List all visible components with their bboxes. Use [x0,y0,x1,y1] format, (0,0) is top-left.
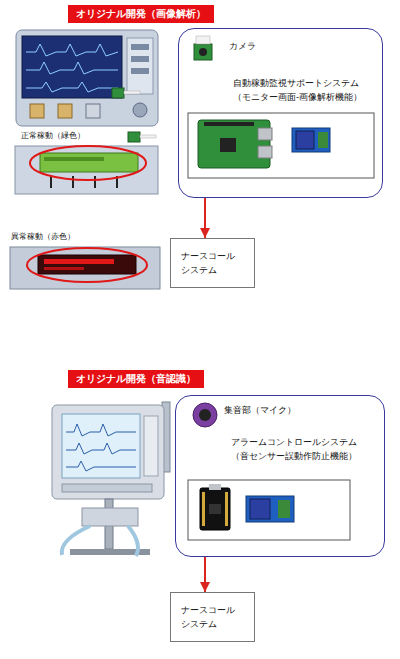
camera-lens [199,48,207,56]
system-text: 集音部（マイク） [224,405,296,415]
knob [133,103,147,117]
monitor-body [52,405,164,499]
status-label: 正常稼動（緑色） [20,131,86,141]
hardware-frame [188,113,374,178]
hose [128,526,138,556]
pin-row [202,492,205,526]
chip [220,138,236,152]
waveform [26,44,118,56]
relay-cube [296,131,314,149]
relay-board [292,128,330,152]
camera-module [128,132,140,142]
status-label: 異常稼動（赤色） [10,232,76,242]
camera-icon [194,36,212,60]
key-row [62,484,152,492]
alarm-display-illustration [10,247,160,289]
system-frame: 集音部（マイク） アラームコントロールシステム （音センサー誤動作防止機能） [175,395,385,557]
banner-text: オリジナル開発（音認識） [76,373,196,385]
highlight-ellipse [30,146,146,180]
waveform [66,461,136,471]
pcb [198,120,270,168]
hose [62,526,90,555]
divider [94,176,96,188]
system-text: カメラ [229,41,256,51]
pcb [200,488,230,530]
system-text: （音センサー誤動作防止機能） [231,451,357,461]
flow-arrow [204,198,206,238]
waveform [66,424,136,436]
mic-board [193,403,217,427]
section-banner: オリジナル開発（音認識） [68,370,204,388]
waveform [26,82,118,92]
green-lcd [40,153,138,172]
nurse-call-box: ナースコール システム [170,592,255,642]
terminal [278,500,290,518]
terminal [318,132,328,148]
button [131,44,149,50]
unit-body [82,508,138,526]
monitor-screen [62,414,140,478]
ribbon-cable [140,135,156,138]
connector [58,104,72,118]
ventilator-body [16,30,158,126]
ventilator-illustration [16,30,158,126]
mic-capsule [199,409,211,421]
waveform [26,62,118,74]
system-frame: カメラ自動稼動監視サポートシステム （モニター画面-画像解析機能） [178,28,383,198]
camera-board [194,44,212,60]
divider [50,176,52,188]
nurse-call-box: ナースコール システム [170,238,255,288]
nurse-call-text: ナースコール システム [181,250,244,277]
ventilator-screen [22,36,122,98]
nurse-call-text: ナースコール システム [181,604,244,631]
divider [72,176,74,188]
banner-text: オリジナル開発（画像解析） [76,8,206,20]
red-lcd [38,255,136,274]
control-panel [127,38,153,94]
camera-module [112,88,124,98]
ribbon-cable [124,91,140,94]
usb-port [258,128,272,140]
button [131,56,149,62]
ribbon-cable [196,36,210,44]
usb-port [258,146,272,158]
pin-row [225,492,228,526]
system-text: （モニター画面-画像解析機能） [233,92,362,102]
normal-display-illustration [15,132,158,194]
hardware-frame [188,480,350,540]
raspberry-pi [198,120,272,168]
microphone-module [193,403,217,427]
lcd-segment [44,259,114,264]
arduino-board [200,484,230,530]
relay-board [246,496,294,522]
usb-port [209,484,221,490]
relay-module [292,128,330,152]
system-text: アラームコントロールシステム [231,437,357,447]
button [131,68,149,74]
display-frame [10,247,160,289]
system-text: 自動稼動監視サポートシステム [233,78,359,88]
flow-arrow [204,557,206,592]
lcd-segment [44,157,104,161]
chip [209,504,221,514]
highlight-ellipse [27,248,147,282]
lcd-segment [44,267,84,270]
connector [86,104,100,118]
connector [30,104,44,118]
relay-cube [250,499,270,519]
side-keys [144,416,158,476]
waveform [66,443,136,454]
relay-module [246,496,294,522]
section-banner: オリジナル開発（画像解析） [68,5,214,23]
display-frame [15,146,158,194]
ventilator-illustration [52,402,170,556]
gpio-header [204,122,254,126]
